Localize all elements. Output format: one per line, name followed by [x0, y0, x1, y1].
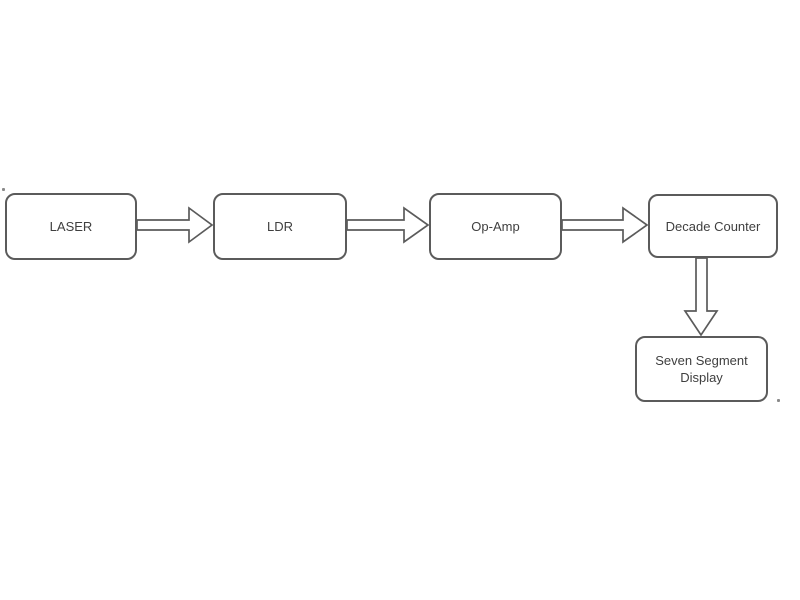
block-laser: LASER	[5, 193, 137, 260]
block-opamp: Op-Amp	[429, 193, 562, 260]
arrow-opamp-to-decade-counter	[561, 206, 649, 244]
stray-dot-artifact	[777, 399, 780, 402]
block-ldr-label: LDR	[266, 219, 293, 234]
block-seven-segment-display: Seven Segment Display	[635, 336, 768, 402]
block-opamp-label: Op-Amp	[471, 219, 520, 234]
block-decade-counter: Decade Counter	[648, 194, 778, 258]
block-ldr: LDR	[213, 193, 347, 260]
block-decade-counter-label: Decade Counter	[665, 218, 761, 234]
block-laser-label: LASER	[49, 219, 93, 234]
arrow-ldr-to-opamp	[346, 206, 430, 244]
arrow-laser-to-ldr	[136, 206, 214, 244]
stray-dot-artifact	[2, 188, 5, 191]
arrow-decade-counter-to-seven-segment	[683, 257, 719, 337]
block-seven-segment-display-label: Seven Segment Display	[655, 353, 748, 385]
